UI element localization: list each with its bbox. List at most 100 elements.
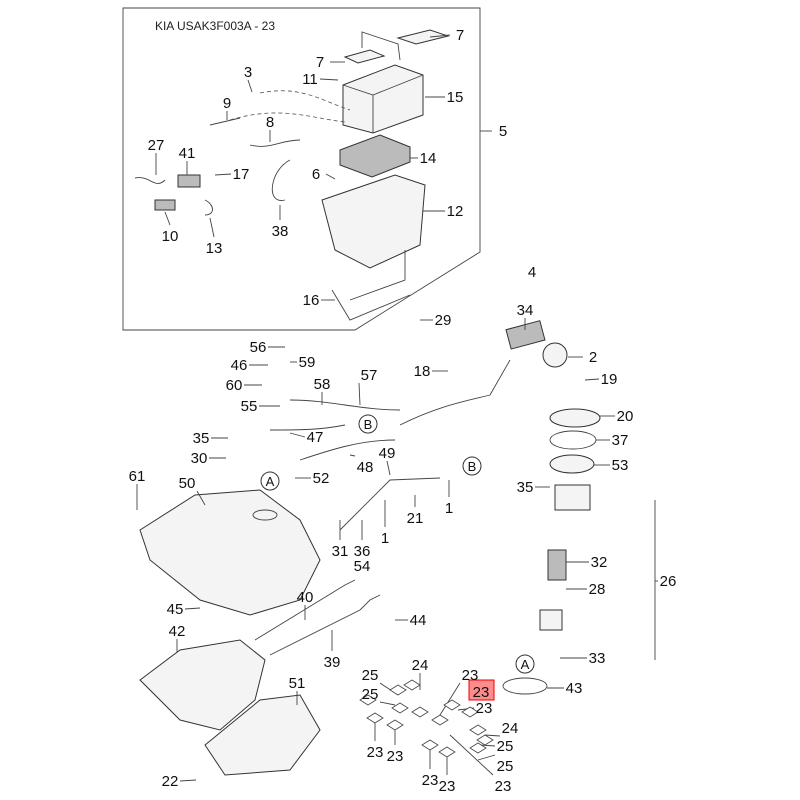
- callout-label: 29: [435, 312, 452, 329]
- fuel-cap-part: [542, 342, 568, 368]
- callout-label: 19: [601, 371, 618, 388]
- reference-marker-label: A: [266, 474, 275, 489]
- sensor-part: [134, 177, 166, 184]
- canister-part: [342, 29, 450, 134]
- callout-label: 22: [162, 773, 179, 790]
- leader-line: [164, 211, 171, 226]
- pad-part: [391, 702, 409, 714]
- callout-label: 51: [289, 675, 306, 692]
- callout-label: 20: [617, 408, 634, 425]
- callout-label: 10: [162, 228, 179, 245]
- hose-part: [271, 159, 291, 201]
- pad-part: [461, 706, 479, 718]
- reference-marker-label: B: [468, 459, 477, 474]
- callout-label: 23: [462, 667, 479, 684]
- fuel-tank-part: [139, 489, 321, 616]
- callout-label: 17: [233, 166, 250, 183]
- strap-part: [269, 594, 381, 656]
- pad-part: [366, 712, 384, 724]
- callout-label: 40: [297, 589, 314, 606]
- leader-line: [289, 432, 306, 438]
- leader-line: [247, 79, 253, 93]
- callout-label: 50: [179, 475, 196, 492]
- callout-label: 26: [660, 573, 677, 590]
- callout-label: 36: [354, 543, 371, 560]
- protector-part: [204, 694, 321, 776]
- callout-label: 4: [528, 264, 536, 281]
- pump-flange-part: [554, 484, 591, 511]
- reference-marker-circle: [462, 456, 482, 476]
- bracket-part: [349, 250, 406, 301]
- callout-label: 61: [129, 468, 146, 485]
- callout-label: 23: [422, 772, 439, 789]
- callout-label: 8: [266, 114, 274, 131]
- pad-part: [421, 739, 439, 751]
- callout-label: 35: [517, 479, 534, 496]
- hose-line: [259, 90, 351, 111]
- leader-line: [386, 460, 391, 476]
- highlight-box: [468, 679, 495, 701]
- callout-label: 23: [439, 778, 456, 795]
- pad-part: [443, 699, 461, 711]
- plate-part: [549, 408, 601, 428]
- sender-part: [539, 609, 563, 631]
- callout-label: 23: [495, 778, 512, 795]
- callout-label: 21: [407, 510, 424, 527]
- pump-part: [547, 549, 567, 581]
- callout-label: 25: [362, 686, 379, 703]
- callout-label: 45: [167, 601, 184, 618]
- callout-label: 11: [302, 71, 318, 88]
- callout-label: 7: [316, 54, 324, 71]
- leader-line: [358, 382, 361, 406]
- callout-label: 56: [250, 339, 267, 356]
- filter-part: [339, 134, 411, 178]
- reference-marker-circle: [260, 471, 280, 491]
- hose-part: [249, 139, 301, 147]
- callout-label: 2: [589, 349, 597, 366]
- callout-label: 7: [456, 27, 464, 44]
- reference-marker-label: B: [364, 417, 373, 432]
- callout-label: 35: [193, 430, 210, 447]
- callout-label: 47: [307, 429, 324, 446]
- filler-hose-part: [339, 477, 441, 531]
- callout-label: 49: [379, 445, 396, 462]
- callout-label: 30: [191, 450, 208, 467]
- hose-part: [299, 439, 396, 461]
- leader-line: [484, 734, 501, 737]
- callout-label: 25: [497, 758, 514, 775]
- callout-label: 43: [566, 680, 583, 697]
- pad-part: [469, 742, 487, 754]
- callout-label: 25: [362, 667, 379, 684]
- leader-line: [179, 779, 197, 782]
- callout-label: 59: [299, 354, 316, 371]
- leader-line: [379, 701, 396, 706]
- pad-part: [403, 679, 421, 691]
- bracket-part: [331, 289, 411, 321]
- callout-label: 32: [591, 554, 608, 571]
- callout-label: 5: [499, 123, 507, 140]
- callout-label: 15: [447, 89, 464, 106]
- pad-part: [469, 724, 487, 736]
- callout-label: 24: [502, 720, 519, 737]
- pad-part: [359, 694, 377, 706]
- callout-label: 24: [412, 657, 429, 674]
- leader-line: [325, 173, 336, 180]
- callout-label: 3: [244, 64, 252, 81]
- strap-part: [254, 579, 356, 641]
- pipe-part: [209, 117, 241, 126]
- callout-label: 39: [324, 654, 341, 671]
- leader-line: [449, 734, 494, 776]
- filler-pipe-part: [399, 359, 511, 426]
- pad-part: [411, 706, 429, 718]
- reference-marker-circle: [358, 414, 378, 434]
- reference-marker-label: A: [521, 657, 530, 672]
- callout-label: 48: [357, 459, 374, 476]
- callout-label: 31: [332, 543, 349, 560]
- leader-line: [584, 378, 600, 381]
- callout-label: 6: [312, 166, 320, 183]
- leader-line: [184, 607, 201, 610]
- callout-label: 9: [223, 95, 231, 112]
- callout-label: 23: [387, 748, 404, 765]
